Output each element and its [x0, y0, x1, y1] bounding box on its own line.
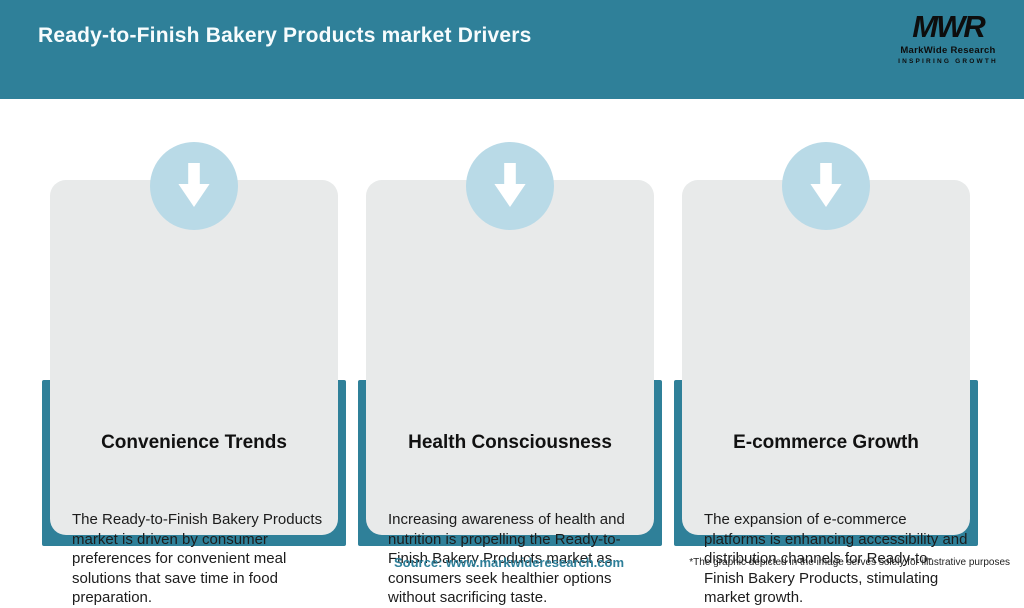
logo-tagline: INSPIRING GROWTH — [898, 58, 998, 65]
driver-card-ecommerce-growth: E-commerce Growth The expansion of e-com… — [674, 0, 978, 606]
disclaimer-note: *The graphic depicted in the image serve… — [689, 557, 1010, 568]
card-panel: Convenience Trends The Ready-to-Finish B… — [50, 180, 338, 606]
driver-cards-row: Convenience Trends The Ready-to-Finish B… — [42, 0, 978, 606]
logo-mwr-monogram: MWR — [912, 9, 985, 44]
card-description: The Ready-to-Finish Bakery Products mark… — [72, 511, 323, 606]
markwide-research-logo: MWR MarkWide Research INSPIRING GROWTH — [888, 9, 1008, 66]
card-title: Health Consciousness — [408, 432, 612, 453]
down-arrow-icon — [782, 142, 870, 230]
card-panel: Health Consciousness Increasing awarenes… — [366, 180, 654, 606]
driver-card-health-consciousness: Health Consciousness Increasing awarenes… — [358, 0, 662, 606]
page-title: Ready-to-Finish Bakery Products market D… — [38, 24, 532, 47]
logo-company-name: MarkWide Research — [900, 45, 996, 56]
card-title: E-commerce Growth — [733, 432, 919, 453]
down-arrow-icon — [466, 142, 554, 230]
card-panel: E-commerce Growth The expansion of e-com… — [682, 180, 970, 606]
driver-card-convenience-trends: Convenience Trends The Ready-to-Finish B… — [42, 0, 346, 606]
source-attribution: Source: www.markwideresearch.com — [394, 555, 625, 570]
down-arrow-icon — [150, 142, 238, 230]
card-title: Convenience Trends — [101, 432, 287, 453]
header-banner: Ready-to-Finish Bakery Products market D… — [0, 0, 1024, 99]
